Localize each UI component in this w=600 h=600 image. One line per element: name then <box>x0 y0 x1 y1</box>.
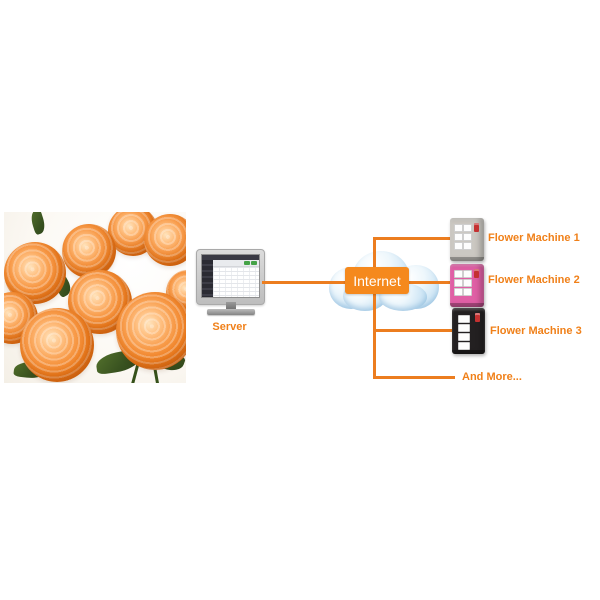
machine-window <box>454 279 463 287</box>
rose <box>144 214 186 266</box>
flower-machine-3-label: Flower Machine 3 <box>490 325 582 337</box>
machine-control-panel <box>474 223 479 232</box>
rose <box>116 292 186 370</box>
machine-control-panel <box>474 269 479 278</box>
machine-window <box>458 324 470 332</box>
line-branch-machine-3 <box>375 329 452 332</box>
screen-sidebar <box>202 260 213 297</box>
machine-base <box>450 257 484 261</box>
and-more-label: And More... <box>462 371 522 383</box>
machine-window <box>454 233 463 241</box>
machine-base <box>450 303 484 307</box>
machine-window <box>454 270 463 278</box>
rose <box>20 308 94 382</box>
machine-window <box>463 233 472 241</box>
internet-label: Internet <box>353 272 401 289</box>
screen-toolbar <box>213 260 259 267</box>
monitor-stand-base <box>207 309 255 315</box>
screen-green-button <box>251 261 257 265</box>
monitor-stand-neck <box>226 302 236 310</box>
machine-window <box>463 279 472 287</box>
flower-machine-1-label: Flower Machine 1 <box>488 232 580 244</box>
machine-window <box>458 333 470 341</box>
vending-machine-1-icon <box>450 218 484 261</box>
machine-window <box>458 315 470 323</box>
vending-machine-2-icon <box>450 264 484 307</box>
screen-topbar <box>202 255 259 260</box>
line-branch-machine-1 <box>375 237 451 240</box>
machine-window <box>454 288 463 296</box>
line-internet-trunk <box>373 237 376 379</box>
machine-window <box>463 224 472 232</box>
machine-window <box>458 342 470 350</box>
machine-base <box>452 350 485 354</box>
machine-control-panel <box>475 313 480 322</box>
rose <box>62 224 116 278</box>
server-monitor-icon <box>196 249 265 305</box>
server-label: Server <box>212 321 247 333</box>
screen-green-button <box>244 261 250 265</box>
flower-machine-2-label: Flower Machine 2 <box>488 274 580 286</box>
machine-window <box>463 242 472 250</box>
machine-window <box>454 242 463 250</box>
machine-window <box>454 224 463 232</box>
orange-roses-photo <box>4 212 186 383</box>
vending-machine-3-icon <box>452 308 485 354</box>
monitor-screen <box>201 254 260 298</box>
machine-window <box>463 270 472 278</box>
machine-window <box>463 288 472 296</box>
screen-data-table <box>213 267 259 297</box>
line-branch-more <box>375 376 455 379</box>
internet-label-box: Internet <box>345 267 409 294</box>
leaf <box>28 212 48 236</box>
